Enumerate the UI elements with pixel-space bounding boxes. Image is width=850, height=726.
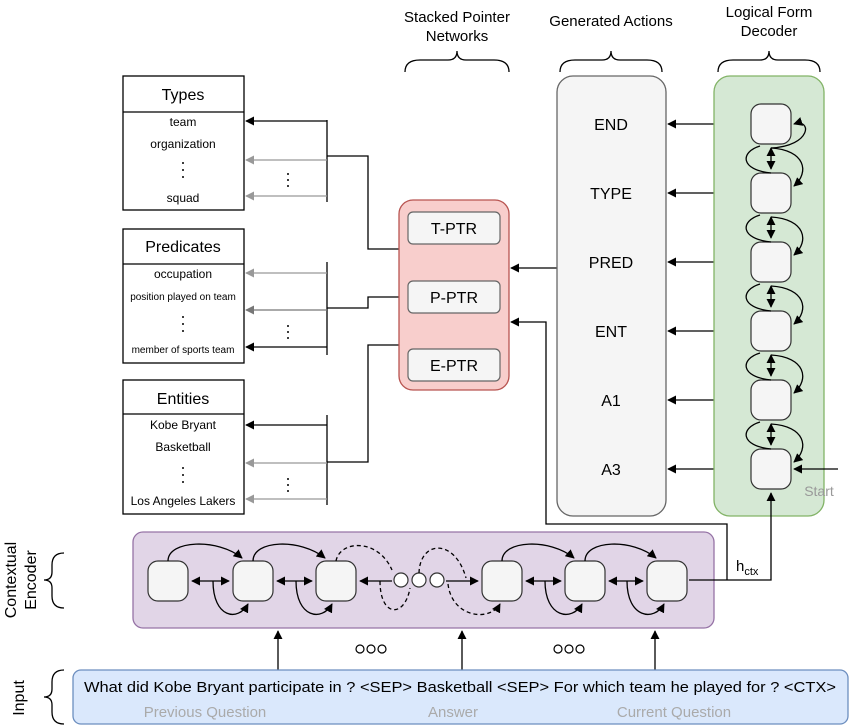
- predicates-item: position played on team: [130, 292, 236, 303]
- encoder-label-2: Encoder: [23, 550, 40, 610]
- action-label: TYPE: [590, 186, 632, 203]
- segment-current-question: Current Question: [617, 704, 731, 721]
- ellipsis-dot-icon: [393, 572, 409, 588]
- ellipsis-icon: [182, 316, 184, 332]
- brace-actions: [559, 50, 663, 73]
- generated-actions-column: END TYPE PRED ENT A1 A3: [556, 75, 667, 517]
- ellipsis-dot-icon: [429, 572, 445, 588]
- encoder-cell: [646, 560, 688, 602]
- entities-item: Basketball: [155, 440, 210, 454]
- segment-previous-question: Previous Question: [144, 704, 267, 721]
- decoder-cell: [750, 241, 792, 283]
- types-item: organization: [150, 137, 215, 151]
- entities-item: Kobe Bryant: [150, 418, 217, 432]
- types-item: team: [170, 115, 197, 129]
- predicates-item: member of sports team: [132, 345, 235, 356]
- encoder-cell: [147, 560, 189, 602]
- context-to-pointers-edge: [510, 317, 728, 580]
- encoder-cell: [481, 560, 523, 602]
- p-ptr-box: [407, 280, 501, 314]
- header-decoder-1: Logical Form: [726, 4, 813, 21]
- brace-decoder: [717, 50, 821, 73]
- brace-input: [43, 669, 65, 725]
- e-ptr-box: [407, 348, 501, 382]
- encoder-cell: [564, 560, 606, 602]
- action-label: A1: [601, 393, 621, 410]
- types-pointer-edges: [245, 116, 408, 250]
- header-decoder-2: Decoder: [741, 23, 798, 40]
- t-ptr-label: T-PTR: [431, 221, 477, 238]
- ellipsis-icon: [553, 644, 585, 654]
- ellipsis-icon: [182, 162, 184, 178]
- segment-answer: Answer: [428, 704, 478, 721]
- decoder-container: [713, 75, 825, 517]
- action-label: ENT: [595, 324, 627, 341]
- header-generated-actions: Generated Actions: [549, 13, 672, 30]
- encoder-label-1: Contextual: [3, 542, 20, 619]
- encoder-cells: [147, 560, 688, 602]
- encoder-edges: [167, 543, 665, 616]
- t-ptr-box: [407, 211, 501, 245]
- types-title: Types: [162, 87, 205, 104]
- encoder-cell: [232, 560, 274, 602]
- context-to-decoder-edge: [689, 492, 776, 581]
- e-ptr-label: E-PTR: [430, 358, 478, 375]
- entities-box: Entities Kobe Bryant Basketball Los Ange…: [122, 379, 245, 515]
- decoder-cell: [750, 448, 792, 490]
- decoder-cell: [750, 172, 792, 214]
- action-label: PRED: [589, 255, 633, 272]
- input-box: [72, 669, 849, 725]
- header-stacked-pointer-1: Stacked Pointer: [404, 9, 510, 26]
- predicates-pointer-edges: [245, 262, 408, 355]
- predicates-item: occupation: [154, 267, 212, 281]
- decoder-cell: [750, 103, 792, 145]
- pointer-networks-container: T-PTR P-PTR E-PTR: [398, 199, 510, 391]
- p-ptr-label: P-PTR: [430, 290, 478, 307]
- start-label: Start: [804, 483, 834, 499]
- action-label: END: [594, 117, 628, 134]
- action-label: A3: [601, 462, 621, 479]
- types-box: Types team organization squad: [122, 75, 245, 211]
- brace-encoder: [43, 552, 65, 609]
- entities-title: Entities: [157, 391, 209, 408]
- ellipsis-icon: [355, 644, 387, 654]
- input-label: Input: [11, 680, 28, 716]
- types-item: squad: [167, 191, 200, 205]
- hctx-label: hctx: [736, 558, 759, 578]
- input-sentence: What did Kobe Bryant participate in ? <S…: [84, 679, 836, 696]
- decoder-cell: [750, 379, 792, 421]
- decoder-recurrent-edges: [745, 117, 807, 463]
- decoder-to-actions-edges: [667, 119, 714, 474]
- ellipsis-icon: [182, 467, 184, 483]
- entities-item: Los Angeles Lakers: [131, 494, 236, 508]
- encoder-cell: [315, 560, 357, 602]
- entities-pointer-edges: [245, 344, 408, 505]
- brace-pointers: [404, 50, 510, 73]
- predicates-title: Predicates: [145, 239, 221, 256]
- header-stacked-pointer-2: Networks: [426, 28, 489, 45]
- ellipsis-dot-icon: [411, 572, 427, 588]
- input-to-encoder-edges: [273, 630, 660, 670]
- predicates-box: Predicates occupation position played on…: [122, 228, 245, 364]
- decoder-cell: [750, 310, 792, 352]
